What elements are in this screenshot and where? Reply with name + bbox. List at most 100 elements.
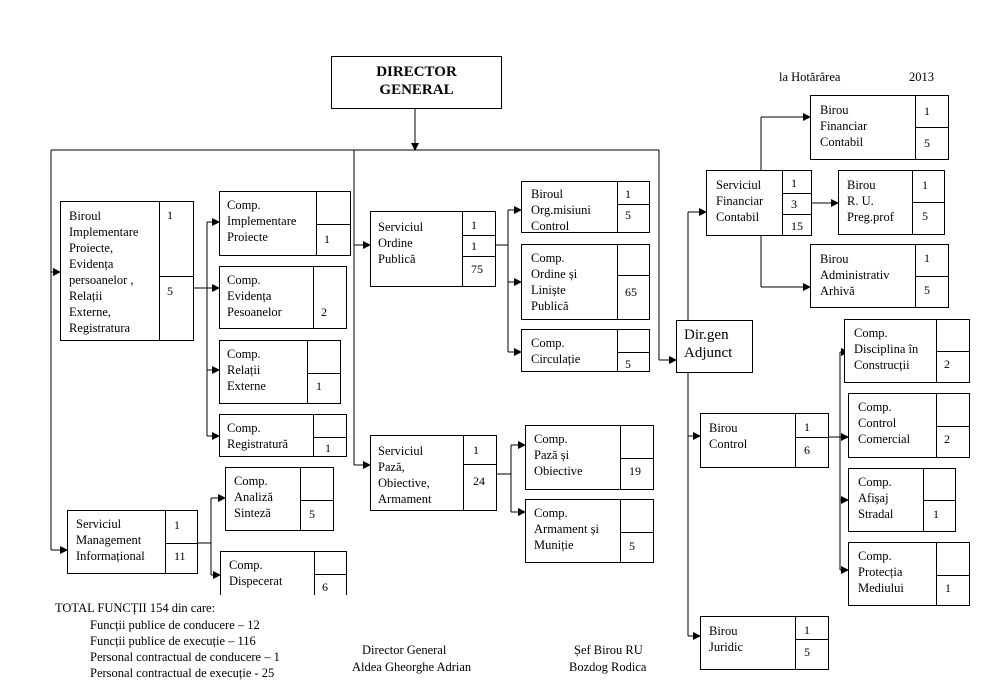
footer-line-4: Personal contractual de execuție - 25 [90, 666, 275, 680]
comp-implementare-box: Comp. Implementare Proiecte 1 [219, 191, 351, 256]
director-adjunct-label: Dir.gen Adjunct [684, 327, 733, 361]
serviciul-financiar-n1: 1 [791, 176, 797, 190]
birou-administrativ-n1: 1 [924, 251, 930, 265]
birou-implementare-label: Biroul Implementare Proiecte, Evidența p… [69, 209, 139, 335]
serviciul-paza-n1: 1 [473, 443, 479, 457]
comp-circulatie-box: Comp. Circulație 5 [521, 329, 650, 372]
comp-circulatie-n: 5 [625, 357, 631, 371]
comp-ordine-liniste-label: Comp. Ordine și Liniște Publică [531, 251, 578, 313]
birou-org-misiuni-box: Biroul Org.misiuni Control 1 5 [521, 181, 650, 233]
birou-control-box: Birou Control 1 6 [700, 413, 829, 468]
comp-control-comercial-box: Comp. Control Comercial 2 [848, 393, 970, 458]
serviciul-ordine-n2: 1 [471, 239, 477, 253]
comp-disciplina-n: 2 [944, 357, 950, 371]
birou-org-misiuni-n2: 5 [625, 208, 631, 222]
serviciul-ordine-n3: 75 [471, 262, 483, 276]
comp-implementare-label: Comp. Implementare Proiecte [227, 198, 297, 244]
birou-administrativ-n2: 5 [924, 283, 930, 297]
birou-financiar-label: Birou Financiar Contabil [820, 103, 868, 149]
serviciul-management-n1: 1 [174, 518, 180, 532]
footer-line-2: Funcții publice de execuție – 116 [90, 634, 256, 648]
comp-evidenta-label: Comp. Evidența Pesoanelor [227, 273, 282, 319]
comp-registratura-label: Comp. Registratură [227, 421, 289, 451]
comp-disciplina-label: Comp. Disciplina în Construcții [854, 326, 919, 372]
birou-financiar-n1: 1 [924, 104, 930, 118]
birou-ru-label: Birou R. U. Preg.prof [847, 178, 894, 224]
comp-registratura-n: 1 [325, 441, 331, 455]
comp-armament-n: 5 [629, 539, 635, 553]
comp-circulatie-label: Comp. Circulație [531, 336, 581, 366]
birou-implementare-n2: 5 [167, 284, 173, 298]
birou-administrativ-box: Birou Administrativ Arhivă 1 5 [810, 244, 949, 308]
comp-ordine-liniste-box: Comp. Ordine și Liniște Publică 65 [521, 244, 650, 320]
birou-org-misiuni-label: Biroul Org.misiuni Control [531, 187, 591, 233]
comp-protectia-n: 1 [945, 581, 951, 595]
serviciul-financiar-n3: 15 [791, 219, 803, 233]
director-title: DIRECTOR GENERAL [376, 64, 457, 98]
comp-relatii-externe-box: Comp. Relații Externe 1 [219, 340, 341, 404]
footer-line-3: Personal contractual de conducere – 1 [90, 650, 280, 664]
comp-dispecerat-label: Comp. Dispecerat [229, 558, 283, 588]
birou-control-label: Birou Control [709, 421, 748, 451]
serviciul-financiar-box: Serviciul Financiar Contabil 1 3 15 [706, 170, 812, 236]
sef-birou-ru-title: Șef Birou RU [574, 643, 643, 657]
birou-implementare-box: Biroul Implementare Proiecte, Evidența p… [60, 201, 194, 341]
birou-ru-n2: 5 [922, 209, 928, 223]
director-adjunct-box: Dir.gen Adjunct [676, 320, 753, 373]
comp-control-comercial-n: 2 [944, 432, 950, 446]
sef-birou-ru-name: Bozdog Rodica [569, 660, 647, 674]
year-text: 2013 [909, 70, 934, 84]
comp-evidenta-box: Comp. Evidența Pesoanelor 2 [219, 266, 347, 329]
comp-control-comercial-label: Comp. Control Comercial [858, 400, 911, 446]
comp-analiza-label: Comp. Analiză Sinteză [234, 474, 273, 520]
total-functii: TOTAL FUNCȚII 154 din care: [55, 601, 216, 615]
comp-implementare-n: 1 [324, 232, 330, 246]
comp-paza-n: 19 [629, 464, 641, 478]
comp-analiza-box: Comp. Analiză Sinteză 5 [225, 467, 334, 531]
comp-disciplina-box: Comp. Disciplina în Construcții 2 [844, 319, 970, 383]
birou-juridic-box: Birou Juridic 1 5 [700, 616, 829, 670]
serviciul-paza-box: Serviciul Pază, Obiective, Armament 1 24 [370, 435, 497, 511]
comp-afisaj-label: Comp. Afișaj Stradal [858, 475, 894, 521]
birou-control-n1: 1 [804, 420, 810, 434]
birou-ru-box: Birou R. U. Preg.prof 1 5 [838, 170, 945, 235]
comp-armament-label: Comp. Armament și Muniție [534, 506, 599, 552]
serviciul-management-box: Serviciul Management Informațional 1 11 [67, 510, 198, 574]
serviciul-financiar-label: Serviciul Financiar Contabil [716, 178, 764, 224]
serviciul-paza-label: Serviciul Pază, Obiective, Armament [378, 444, 432, 506]
serviciul-ordine-n1: 1 [471, 218, 477, 232]
birou-implementare-n1: 1 [167, 208, 173, 222]
birou-control-n2: 6 [804, 443, 810, 457]
serviciul-paza-n2: 24 [473, 474, 485, 488]
footer-line-1: Funcții publice de conducere – 12 [90, 618, 260, 632]
comp-analiza-n: 5 [309, 507, 315, 521]
director-general-box: DIRECTOR GENERAL [331, 56, 502, 109]
comp-relatii-externe-n: 1 [316, 379, 322, 393]
director-general-signature-name: Aldea Gheorghe Adrian [352, 660, 472, 674]
comp-ordine-liniste-n: 65 [625, 285, 637, 299]
comp-dispecerat-n: 6 [322, 580, 328, 594]
comp-relatii-externe-label: Comp. Relații Externe [227, 347, 266, 393]
serviciul-ordine-box: Serviciul Ordine Publică 1 1 75 [370, 211, 496, 287]
comp-afisaj-n: 1 [933, 507, 939, 521]
comp-paza-label: Comp. Pază și Obiective [534, 432, 583, 478]
serviciul-ordine-label: Serviciul Ordine Publică [378, 220, 424, 266]
director-general-signature-title: Director General [362, 643, 447, 657]
birou-ru-n1: 1 [922, 178, 928, 192]
comp-protectia-label: Comp. Protecția Mediului [858, 549, 904, 595]
comp-paza-box: Comp. Pază și Obiective 19 [525, 425, 654, 490]
birou-juridic-label: Birou Juridic [709, 624, 744, 654]
birou-juridic-n2: 5 [804, 645, 810, 659]
birou-juridic-n1: 1 [804, 623, 810, 637]
decision-text: la Hotărârea [779, 70, 841, 84]
comp-afisaj-box: Comp. Afișaj Stradal 1 [848, 468, 956, 532]
serviciul-management-label: Serviciul Management Informațional [76, 517, 145, 563]
comp-protectia-box: Comp. Protecția Mediului 1 [848, 542, 970, 606]
comp-registratura-box: Comp. Registratură 1 [219, 414, 347, 457]
serviciul-management-n2: 11 [174, 549, 186, 563]
comp-armament-box: Comp. Armament și Muniție 5 [525, 499, 654, 563]
comp-dispecerat-box: Comp. Dispecerat 6 [220, 551, 347, 595]
birou-financiar-box: Birou Financiar Contabil 1 5 [810, 95, 949, 160]
birou-administrativ-label: Birou Administrativ Arhivă [820, 252, 890, 298]
